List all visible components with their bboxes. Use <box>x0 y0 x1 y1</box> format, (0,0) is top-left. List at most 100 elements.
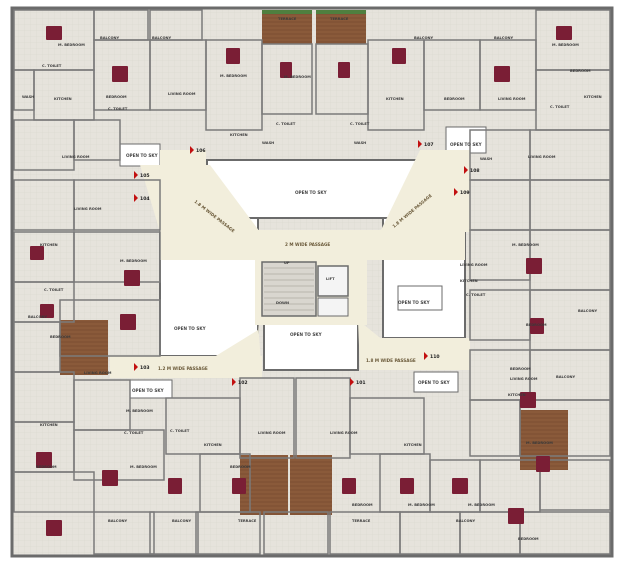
room-label: C. TOILET <box>350 122 370 126</box>
bed <box>392 48 406 64</box>
terrace-planters <box>262 10 366 14</box>
room-label: WASH <box>480 157 492 161</box>
open-to-sky-label-east: OPEN TO SKY <box>398 300 431 305</box>
flat-number: 107 <box>424 142 434 148</box>
room-label: BEDROOM <box>444 97 465 101</box>
room-block <box>93 511 155 555</box>
room-label: C. TOILET <box>108 107 128 111</box>
room-labels: BALCONY BALCONY M. BEDROOM C. TOILET BEDROOM… <box>22 17 602 541</box>
flat-entry-arrow <box>134 363 138 371</box>
flat-number: 106 <box>196 148 206 154</box>
room-label: KITCHEN <box>40 243 58 247</box>
bed <box>556 26 572 40</box>
open-to-sky-label-core: OPEN TO SKY <box>290 332 323 337</box>
room-label: KITCHEN <box>54 97 72 101</box>
bed <box>46 520 62 536</box>
room-label: LIVING ROOM <box>330 431 358 435</box>
room-label: BALCONY <box>100 36 120 40</box>
flat-number: 101 <box>356 380 366 386</box>
flat-number: 103 <box>140 365 150 371</box>
room-label: BEDROOM <box>352 503 373 507</box>
open-to-sky-label-left: OPEN TO SKY <box>174 326 207 331</box>
bed <box>40 304 54 318</box>
room-label: C. TOILET <box>170 429 190 433</box>
room-label: LIVING ROOM <box>460 263 488 267</box>
passage-label-lower-left: 1.2 M WIDE PASSAGE <box>158 366 208 371</box>
room-label: M. BEDROOM <box>468 503 495 507</box>
room-label: LIVING ROOM <box>498 97 526 101</box>
room-label: M. BEDROOM <box>284 75 311 79</box>
open-to-sky-label-sw: OPEN TO SKY <box>132 388 165 393</box>
open-to-sky-label-top: OPEN TO SKY <box>295 190 328 195</box>
flat-number: 105 <box>140 173 150 179</box>
flat-entry-arrow <box>134 194 138 202</box>
room-label: C. TOILET <box>466 293 486 297</box>
bed <box>36 452 52 468</box>
room-label: KITCHEN <box>40 423 58 427</box>
room-label: BEDROOM <box>230 465 251 469</box>
room-label: WASH <box>354 141 366 145</box>
bed <box>120 314 136 330</box>
bed <box>530 318 544 334</box>
room-label: BALCONY <box>108 519 128 523</box>
room-label: LIVING ROOM <box>528 155 556 159</box>
core-labels: UP DOWN LIFT <box>276 261 335 305</box>
room-label: M. BEDROOM <box>220 74 247 78</box>
room-block <box>149 511 199 555</box>
bed <box>338 62 350 78</box>
room-block <box>59 299 161 357</box>
bed <box>46 26 62 40</box>
room-label: BEDROOM <box>106 95 127 99</box>
bed <box>400 478 414 494</box>
bed <box>102 470 118 486</box>
room-label: M. BEDROOM <box>552 43 579 47</box>
bed <box>124 270 140 286</box>
room-block <box>539 459 611 511</box>
bed <box>280 62 292 78</box>
bed <box>452 478 468 494</box>
room-label: C. TOILET <box>44 288 64 292</box>
flat-entry-arrow <box>418 140 422 148</box>
flat-entry-arrow <box>350 378 354 386</box>
flat-entry-arrow <box>454 188 458 196</box>
room-block <box>261 43 313 115</box>
stair-down-label: DOWN <box>276 301 289 305</box>
room-label: BALCONY <box>28 315 48 319</box>
room-block <box>195 511 261 555</box>
room-label: LIVING ROOM <box>258 431 286 435</box>
bed <box>30 246 44 260</box>
room-label: TERRACE <box>278 17 297 21</box>
room-label: BALCONY <box>414 36 434 40</box>
wood-floor-zones <box>60 10 568 515</box>
room-label: C. TOILET <box>276 122 296 126</box>
room-label: BEDROOM <box>510 367 531 371</box>
room-block <box>73 179 161 231</box>
bed <box>520 392 536 408</box>
room-label: BALCONY <box>494 36 514 40</box>
room-label: C. TOILET <box>550 105 570 109</box>
room-label: KITCHEN <box>584 95 602 99</box>
room-label: KITCHEN <box>386 97 404 101</box>
room-label: LIVING ROOM <box>168 92 196 96</box>
beds <box>30 26 572 536</box>
flat-entry-arrow <box>134 171 138 179</box>
room-label: BALCONY <box>456 519 476 523</box>
passage-label-lower-right: 1.8 M WIDE PASSAGE <box>366 358 416 363</box>
open-to-sky-label-nw: OPEN TO SKY <box>126 153 159 158</box>
room-block <box>519 511 611 555</box>
flat-number: 109 <box>460 190 470 196</box>
room-block <box>73 119 121 161</box>
flat-entry-arrow <box>190 146 194 154</box>
room-label: BEDROOM <box>50 335 71 339</box>
room-label: M. BEDROOM <box>512 243 539 247</box>
bed <box>226 48 240 64</box>
room-block <box>519 399 611 457</box>
bed <box>232 478 246 494</box>
bed <box>536 456 550 472</box>
room-label: BEDROOM <box>518 537 539 541</box>
room-label: KITCHEN <box>460 279 478 283</box>
room-label: BALCONY <box>172 519 192 523</box>
